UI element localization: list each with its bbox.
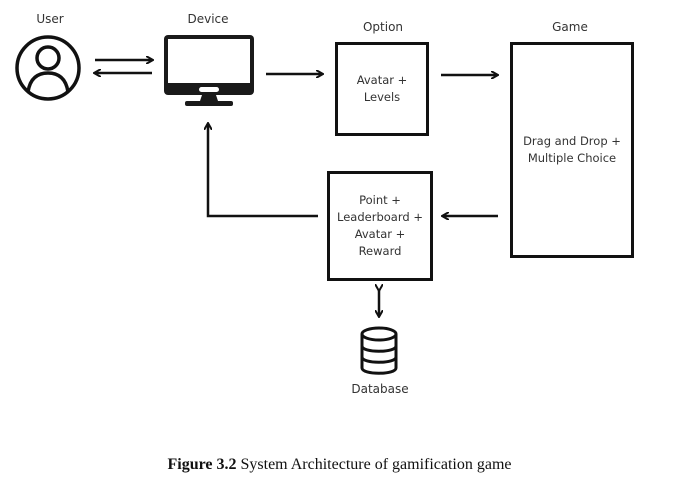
reward-box-text: Point + Leaderboard + Avatar + Reward	[337, 193, 423, 258]
user-label: User	[36, 12, 64, 26]
game-label: Game	[552, 20, 588, 34]
figure-number: Figure 3.2	[167, 456, 237, 473]
option-box: Avatar + Levels	[335, 42, 429, 136]
figure-caption-text: System Architecture of gamification game	[240, 456, 512, 473]
monitor-icon	[164, 35, 254, 106]
arrow-reward-to-device	[208, 124, 318, 218]
user-circle-icon	[15, 35, 81, 101]
game-box-text: Drag and Drop + Multiple Choice	[523, 134, 621, 165]
device-label: Device	[187, 12, 229, 26]
reward-box: Point + Leaderboard + Avatar + Reward	[327, 171, 433, 281]
option-label: Option	[362, 20, 404, 34]
figure-caption: Figure 3.2 System Architecture of gamifi…	[0, 456, 679, 474]
game-box: Drag and Drop + Multiple Choice	[510, 42, 634, 258]
database-icon	[360, 326, 398, 375]
database-label: Database	[351, 382, 409, 396]
option-box-text: Avatar + Levels	[356, 73, 408, 104]
